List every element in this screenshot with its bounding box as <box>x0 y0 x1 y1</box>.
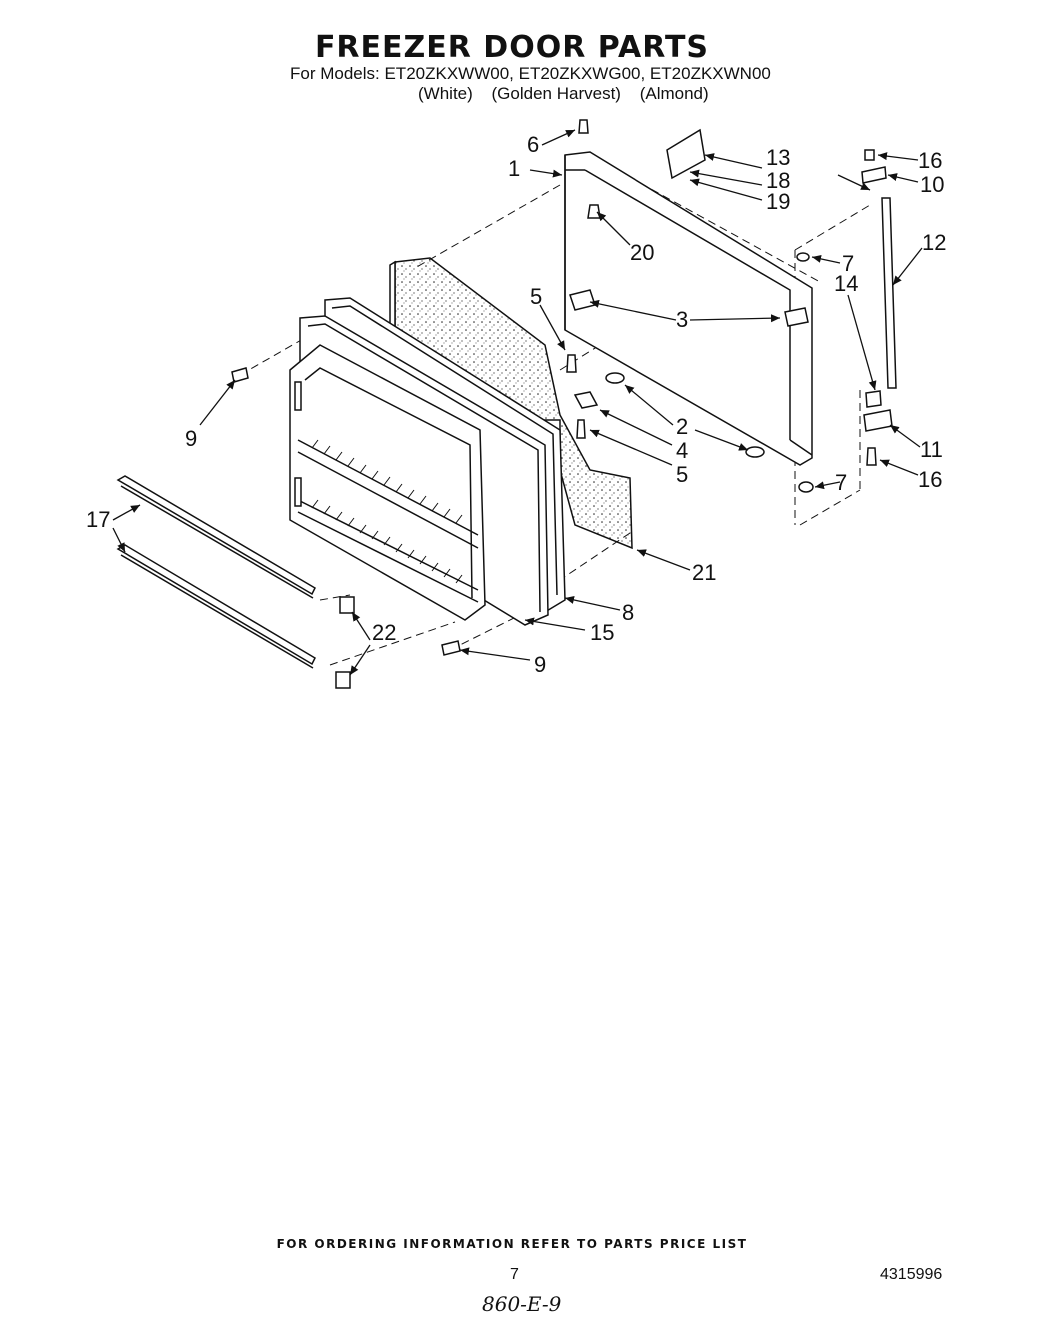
shelf-rails <box>116 475 316 669</box>
screw-9-lower <box>441 640 461 656</box>
callout-6: 6 <box>527 132 539 157</box>
spacer-14 <box>865 390 882 408</box>
callout-19: 19 <box>766 189 790 214</box>
callout-13: 13 <box>766 145 790 170</box>
callout-22: 22 <box>372 620 396 645</box>
page-number: 7 <box>510 1266 519 1283</box>
door-liner <box>289 315 549 626</box>
screw-5-lower <box>576 419 586 439</box>
callout-12: 12 <box>922 230 946 255</box>
hinge-11 <box>863 409 893 432</box>
plug-7-lower <box>798 481 814 493</box>
screw-5-upper <box>566 354 577 373</box>
callout-20: 20 <box>630 240 654 265</box>
bushing-2-upper <box>605 372 625 384</box>
screw-9-upper <box>231 367 249 383</box>
callout-18: 18 <box>766 168 790 193</box>
screw-16-lower <box>866 447 877 466</box>
callout-9-upper: 9 <box>185 426 197 451</box>
callout-11: 11 <box>920 437 943 462</box>
callout-3: 3 <box>676 307 688 332</box>
screw-6 <box>578 119 589 134</box>
color-golden-harvest: (Golden Harvest) <box>491 84 621 103</box>
screw-16-upper <box>864 149 875 161</box>
callout-10: 10 <box>920 172 944 197</box>
outer-door-panel <box>564 151 813 466</box>
callout-8: 8 <box>622 600 634 625</box>
callout-17: 17 <box>86 507 110 532</box>
callout-7-lower: 7 <box>835 470 847 495</box>
handwritten-note: 860-E-9 <box>482 1292 562 1316</box>
callout-5-lower: 5 <box>676 462 688 487</box>
bushing-2-lower <box>745 446 765 458</box>
callout-16-upper: 16 <box>918 148 942 173</box>
callout-1: 1 <box>508 156 520 181</box>
callout-9-lower: 9 <box>534 652 546 677</box>
hinge-10 <box>861 166 887 184</box>
rail-end-cap <box>339 596 355 614</box>
label-18 <box>666 128 706 180</box>
hinge-bracket-3-right <box>784 307 809 327</box>
color-almond: (Almond) <box>639 84 709 103</box>
models-line: For Models: ET20ZKXWW00, ET20ZKXWG00, ET… <box>290 64 771 83</box>
callout-15: 15 <box>590 620 614 645</box>
page-title: FREEZER DOOR PARTS <box>314 30 710 65</box>
plug-20 <box>587 204 601 219</box>
rail-end-cap <box>335 671 351 689</box>
callout-14: 14 <box>834 271 858 296</box>
callout-4: 4 <box>676 438 688 463</box>
ordering-note: FOR ORDERING INFORMATION REFER TO PARTS … <box>276 1237 748 1251</box>
document-number: 4315996 <box>880 1266 943 1283</box>
color-variants: (White) (Golden Harvest) (Almond) <box>418 84 723 104</box>
callout-21: 21 <box>692 560 716 585</box>
plug-7-upper <box>796 252 810 262</box>
callout-16-lower: 16 <box>918 467 942 492</box>
callout-2: 2 <box>676 414 688 439</box>
color-white: (White) <box>418 84 473 103</box>
callout-5-upper: 5 <box>530 284 542 309</box>
handle-12 <box>881 197 897 389</box>
callout-7-upper: 7 <box>842 251 854 276</box>
plate-4 <box>573 391 599 409</box>
